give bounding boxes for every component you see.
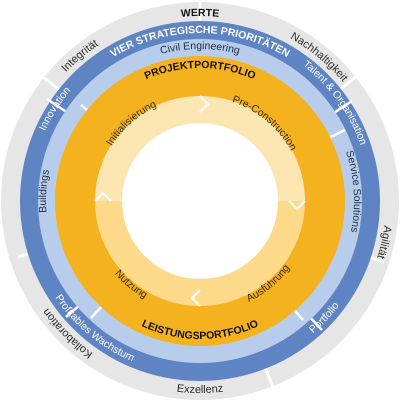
service-buildings: Buildings <box>37 169 52 214</box>
values-title: WERTE <box>180 7 219 20</box>
service-civil-engineering: Civil Engineering <box>159 40 241 57</box>
center-circle <box>122 123 278 279</box>
value-exzellenz: Exzellenz <box>176 383 224 396</box>
